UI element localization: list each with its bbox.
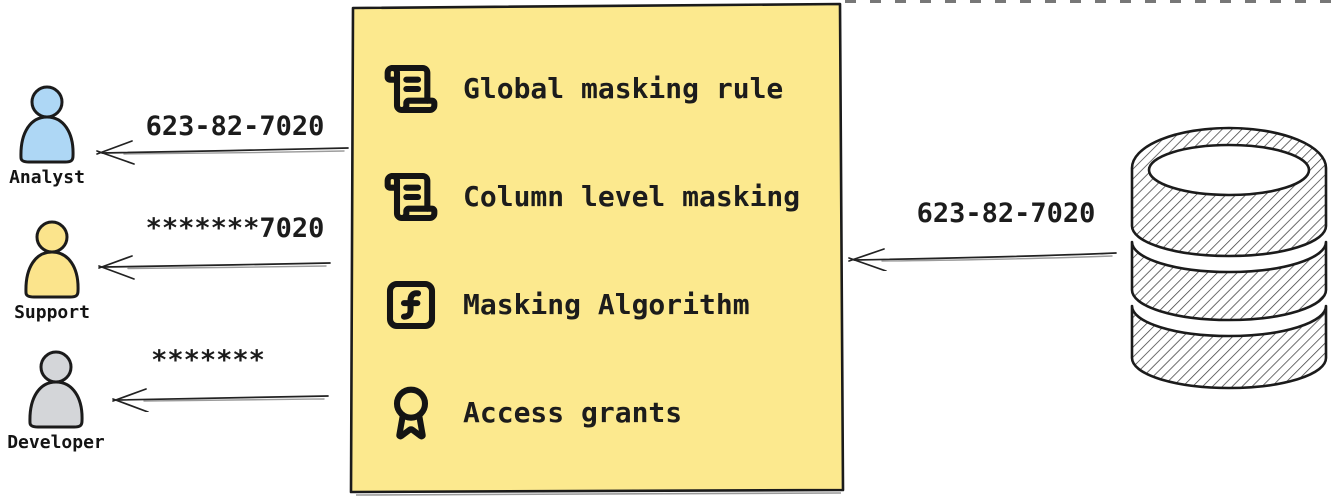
persona-developer: Developer xyxy=(1,350,111,453)
masked-value-developer: ******* xyxy=(151,345,265,376)
persona-analyst: Analyst xyxy=(0,85,102,188)
arrow-to-support xyxy=(98,255,331,280)
masking-feature-label: Masking Algorithm xyxy=(463,288,750,321)
persona-label: Analyst xyxy=(9,167,85,188)
masked-value-support: *******7020 xyxy=(145,213,325,244)
masking-feature-label: Access grants xyxy=(463,396,683,429)
scroll-text-icon xyxy=(384,172,438,221)
masking-feature-label: Global masking rule xyxy=(463,72,784,105)
analyst-user-icon xyxy=(19,85,75,164)
dashed-border-fragment xyxy=(845,0,1340,3)
masking-feature-label: Column level masking xyxy=(463,180,801,213)
developer-user-icon xyxy=(28,350,84,429)
masking-feature-row: Masking Algorithm xyxy=(383,276,838,334)
masking-feature-row: Access grants xyxy=(383,384,838,442)
source-value-label: 623-82-7020 xyxy=(916,198,1096,229)
masking-feature-row: Global masking rule xyxy=(383,60,838,118)
function-square-icon xyxy=(386,280,436,329)
persona-support: Support xyxy=(0,220,107,323)
masking-panel-background xyxy=(349,2,845,496)
masking-feature-row: Column level masking xyxy=(383,168,838,226)
masked-value-analyst: 623-82-7020 xyxy=(145,111,325,142)
support-user-icon xyxy=(24,220,80,299)
scroll-text-icon xyxy=(384,64,438,113)
arrow-to-analyst xyxy=(96,140,349,165)
persona-label: Developer xyxy=(7,432,105,453)
arrow-to-developer xyxy=(112,388,329,412)
persona-label: Support xyxy=(14,302,90,323)
arrow-from-database xyxy=(848,248,1117,271)
database-icon xyxy=(1130,126,1328,390)
masking-panel: Global masking rule Column level masking… xyxy=(352,8,838,493)
award-icon xyxy=(393,386,429,439)
